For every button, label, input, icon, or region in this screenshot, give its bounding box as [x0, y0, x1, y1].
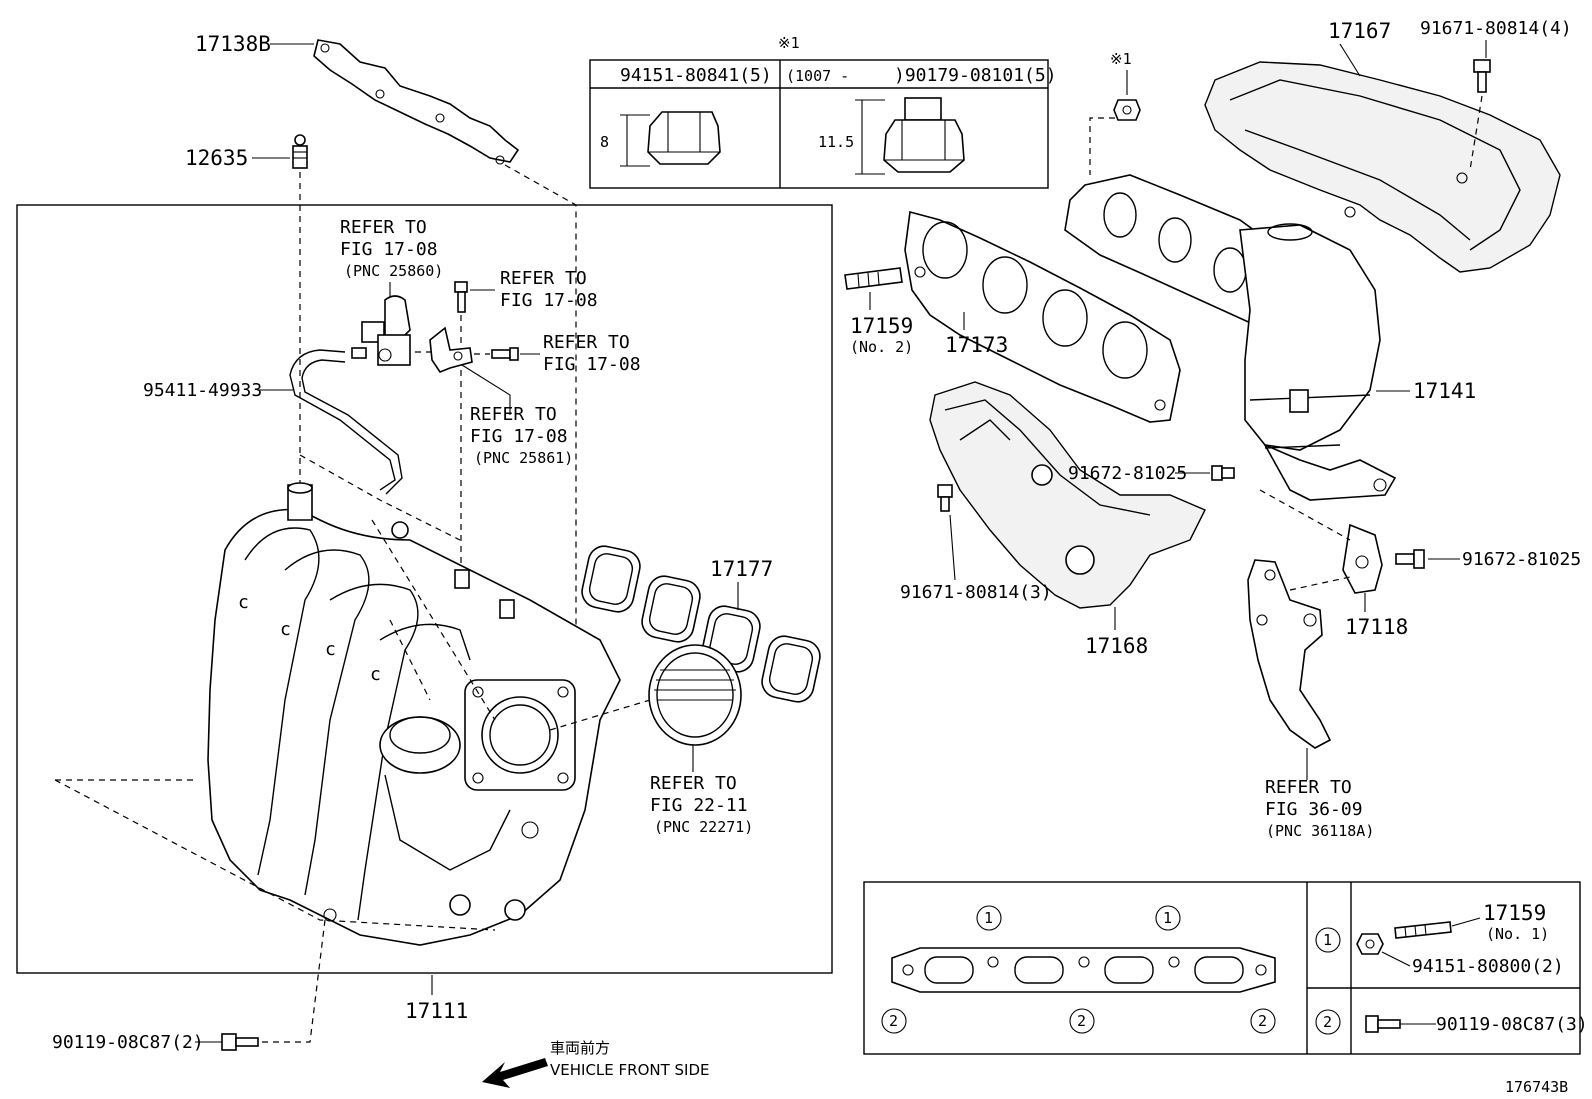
stay-17118[interactable]: [1342, 523, 1383, 594]
nut-table: [589, 59, 1049, 189]
callout-12635: 12635: [185, 146, 248, 170]
diagram-id: 176743B: [1505, 1078, 1568, 1096]
refer-3-line1: REFER TO: [543, 332, 630, 353]
refer-5-pnc: (PNC 22271): [654, 818, 753, 836]
front-label-en: VEHICLE FRONT SIDE: [550, 1061, 710, 1079]
callout-91671-3: 91671-80814(3): [900, 582, 1052, 603]
marker-1-a: 1: [976, 905, 1002, 931]
nut-col2-prefix: (1007 -: [786, 67, 849, 85]
bolt-90119-left[interactable]: [221, 1033, 259, 1051]
legend-90119: 90119-08C87(3): [1436, 1014, 1588, 1035]
callout-17159-no2: 17159: [850, 314, 913, 338]
callout-17168: 17168: [1085, 634, 1148, 658]
svg-text:2: 2: [889, 1012, 898, 1030]
refer-6-line1: REFER TO: [1265, 777, 1352, 798]
refer-6-line2: FIG 36-09: [1265, 799, 1363, 820]
asterisk-note-1: ※1: [778, 34, 800, 52]
bolt-91671-4[interactable]: [1473, 59, 1491, 93]
heat-insulator-17168[interactable]: [929, 381, 1206, 609]
callout-90119-left: 90119-08C87(2): [52, 1032, 204, 1053]
marker-2-c: 2: [1250, 1008, 1276, 1034]
bracket-17138b[interactable]: [313, 39, 520, 165]
refer-1-pnc: (PNC 25860): [344, 262, 443, 280]
throttle-gasket[interactable]: [648, 644, 742, 746]
svg-text:c: c: [370, 664, 381, 685]
refer-4-pnc: (PNC 25861): [474, 449, 573, 467]
hose-95411[interactable]: [289, 349, 396, 491]
nut-94151-80800-icon: [1356, 933, 1384, 955]
callout-91671-4: 91671-80814(4): [1420, 18, 1572, 39]
refer-4-line1: REFER TO: [470, 404, 557, 425]
marker-1-b: 1: [1155, 905, 1181, 931]
svg-text:2: 2: [1077, 1012, 1086, 1030]
vsv-valve[interactable]: [351, 295, 411, 366]
callout-95411: 95411-49933: [143, 380, 262, 401]
refer-5-line2: FIG 22-11: [650, 795, 748, 816]
refer-3-line2: FIG 17-08: [543, 354, 641, 375]
callout-17111: 17111: [405, 999, 468, 1023]
nut-icon-94151: [620, 111, 721, 167]
vehicle-front-arrow-icon: [482, 1058, 548, 1088]
refer-2-line1: REFER TO: [500, 268, 587, 289]
valve-bracket[interactable]: [429, 326, 473, 373]
legend-17159: 17159: [1483, 901, 1546, 925]
callout-17138b: 17138B: [195, 32, 271, 56]
svg-text:1: 1: [1323, 931, 1332, 949]
nut-icon-90179: [855, 97, 965, 175]
callout-17141: 17141: [1413, 379, 1476, 403]
stud-12635[interactable]: [292, 134, 308, 169]
callout-17167: 17167: [1328, 19, 1391, 43]
svg-text:1: 1: [1163, 909, 1172, 927]
svg-text:1: 1: [984, 909, 993, 927]
stud-17159-no1-icon: [1394, 921, 1452, 939]
marker-2-b: 2: [1069, 1008, 1095, 1034]
nut-col2-dim: 11.5: [818, 133, 854, 151]
refer-1-line1: REFER TO: [340, 217, 427, 238]
callout-17177: 17177: [710, 557, 773, 581]
bolt-refer-3[interactable]: [491, 347, 519, 361]
nut-col1-header: 94151-80841(5): [620, 65, 772, 86]
stud-17159-no2[interactable]: [844, 267, 903, 290]
refer-1-line2: FIG 17-08: [340, 239, 438, 260]
callout-17173: 17173: [945, 333, 1008, 357]
svg-text:2: 2: [1258, 1012, 1267, 1030]
nut-asterisk-icon[interactable]: [1113, 99, 1141, 121]
bolt-91672-a[interactable]: [1211, 465, 1235, 481]
refer-6-pnc: (PNC 36118A): [1266, 822, 1374, 840]
svg-text:c: c: [238, 592, 249, 613]
nut-col2-header: )90179-08101(5): [894, 65, 1057, 86]
gasket-17173[interactable]: [904, 210, 1181, 423]
bolt-91672-b[interactable]: [1395, 549, 1425, 569]
legend-row-2-marker: 2: [1315, 1009, 1341, 1035]
callout-17159-no2-sub: (No. 2): [850, 338, 913, 356]
svg-text:c: c: [280, 619, 291, 640]
nut-col1-dim: 8: [600, 133, 609, 151]
exhaust-manifold-17141[interactable]: [1064, 174, 1397, 501]
marker-2-a: 2: [881, 1008, 907, 1034]
svg-text:c: c: [325, 639, 336, 660]
bolt-refer-2[interactable]: [454, 281, 468, 313]
intake-assembly-frame: [16, 204, 833, 974]
refer-2-line2: FIG 17-08: [500, 290, 598, 311]
bracket-refer-6[interactable]: [1247, 559, 1332, 749]
legend-table: [863, 881, 1581, 1055]
callout-91672-a: 91672-81025: [1068, 463, 1187, 484]
legend-94151: 94151-80800(2): [1412, 956, 1564, 977]
heat-insulator-17167[interactable]: [1204, 61, 1561, 273]
legend-gasket: [891, 947, 1276, 993]
bolt-90119-08c87-icon: [1365, 1015, 1401, 1033]
refer-4-line2: FIG 17-08: [470, 426, 568, 447]
intake-manifold-17111[interactable]: c c c c: [207, 482, 621, 946]
callout-17118: 17118: [1345, 615, 1408, 639]
bolt-91671-3[interactable]: [937, 484, 953, 512]
callout-91672-b: 91672-81025: [1462, 549, 1581, 570]
legend-row-1-marker: 1: [1315, 927, 1341, 953]
front-label-jp: 車両前方: [550, 1039, 610, 1057]
legend-17159-sub: (No. 1): [1486, 925, 1549, 943]
asterisk-note-2: ※1: [1110, 50, 1132, 68]
refer-5-line1: REFER TO: [650, 773, 737, 794]
svg-text:2: 2: [1323, 1013, 1332, 1031]
